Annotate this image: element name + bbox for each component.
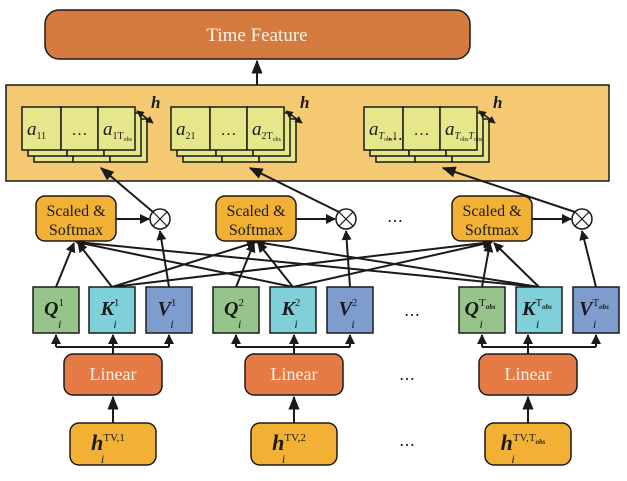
value-box <box>145 286 193 334</box>
time-feature-node: Time Feature <box>44 9 471 60</box>
depth-label: h <box>151 93 160 112</box>
linear-label: Linear <box>90 364 137 384</box>
multiply-icon <box>149 208 171 230</box>
linear-label: Linear <box>271 364 318 384</box>
linear-branch-line <box>56 346 114 354</box>
softmax-label-line2: Softmax <box>465 222 519 239</box>
key-to-softmax-arrow <box>77 242 113 288</box>
key-cross-connection-2-to-1 <box>75 238 294 288</box>
matrix-cell <box>97 106 136 151</box>
matrix-cell-label: aTobsTobs <box>445 119 483 143</box>
query-to-softmax-arrow <box>55 242 76 288</box>
multiply-icon <box>571 208 593 230</box>
matrix-cell-label: … <box>72 122 88 139</box>
qkv-ellipsis: … <box>404 301 420 320</box>
key-cross-connection-3-to-1 <box>75 237 540 288</box>
linear-box <box>478 353 578 396</box>
value-to-product-arrow <box>341 230 352 288</box>
matrix-cell-label: aTobs1 <box>369 119 397 143</box>
key-box <box>269 286 317 334</box>
matrix-cell-label: a11 <box>27 119 46 142</box>
matrix-cell-label: a1Tobs <box>103 119 133 143</box>
matrix-cell-label: a21 <box>176 119 196 142</box>
softmax-label-line1: Scaled & <box>462 203 522 220</box>
key-to-softmax-arrow <box>493 242 540 288</box>
matrix-cell <box>209 106 248 151</box>
query-to-softmax-arrow <box>235 242 256 288</box>
attention-matrix-front: aTobs1…aTobsTobs <box>363 106 483 151</box>
key-cross-connection-3-to-2 <box>255 238 540 288</box>
product-to-matrix-arrow <box>99 167 154 213</box>
softmax-label-line1: Scaled & <box>46 203 106 220</box>
linear-ellipsis: … <box>399 365 415 384</box>
matrix-cell <box>246 106 285 151</box>
multiply-icon <box>335 208 357 230</box>
value-box <box>572 286 620 334</box>
key-box <box>515 286 563 334</box>
depth-arrow <box>285 110 303 124</box>
value-box <box>326 286 374 334</box>
query-box <box>32 286 80 334</box>
linear-label: Linear <box>505 364 552 384</box>
attention-matrix-front: a11 … a1Tobs <box>21 106 136 151</box>
value-to-product-arrow <box>579 230 597 288</box>
key-to-softmax-arrow <box>257 242 294 288</box>
value-to-product-arrow <box>156 230 170 288</box>
depth-label: h <box>300 93 309 112</box>
time-feature-box <box>44 9 471 60</box>
linear-branch-line <box>236 346 295 354</box>
matrix-cell <box>439 106 478 151</box>
linear-box <box>63 353 163 396</box>
depth-arrow <box>136 110 154 124</box>
matrix-cell-label: … <box>221 122 237 139</box>
softmax-label-line2: Softmax <box>49 222 103 239</box>
input-feature-box <box>484 422 572 466</box>
matrix-cell <box>21 106 62 151</box>
depth-arrow <box>478 110 496 124</box>
query-to-softmax-arrow <box>481 242 494 288</box>
attention-matrix-front: a21 … a2Tobs <box>170 106 285 151</box>
input-feature-box <box>69 422 157 466</box>
linear-branch-line <box>482 346 529 354</box>
time-feature-label: Time Feature <box>206 25 307 46</box>
matrix-cell-label: … <box>414 122 430 139</box>
matrix-cell <box>363 106 404 151</box>
linear-box <box>244 353 344 396</box>
product-to-matrix-arrow <box>248 167 340 213</box>
matrix-cell-label: a2Tobs <box>252 119 282 143</box>
query-box <box>212 286 260 334</box>
depth-label: h <box>493 93 502 112</box>
softmax-label-line2: Softmax <box>229 222 283 239</box>
softmax-ellipsis: … <box>387 207 403 226</box>
input-feature-box <box>250 422 338 466</box>
key-box <box>88 286 136 334</box>
input-ellipsis: … <box>399 431 415 450</box>
softmax-label-line1: Scaled & <box>226 203 286 220</box>
panel-ellipsis: … <box>387 125 403 144</box>
product-to-matrix-arrow <box>441 166 576 213</box>
